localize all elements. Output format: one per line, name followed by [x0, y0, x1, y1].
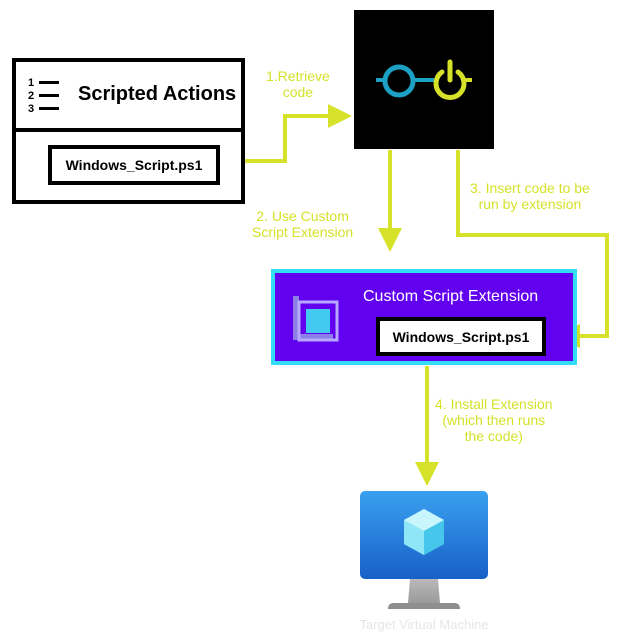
- extension-icon: [293, 296, 339, 342]
- svg-text:1: 1: [28, 77, 34, 89]
- extension-file: Windows_Script.ps1: [376, 317, 546, 356]
- scripted-actions-file: Windows_Script.ps1: [48, 145, 220, 185]
- tool-logo-box: [354, 10, 494, 149]
- svg-text:3: 3: [28, 103, 34, 115]
- scripted-actions-title: Scripted Actions: [78, 83, 237, 105]
- numbered-list-icon: 1 2 3: [28, 77, 59, 115]
- card-divider: [16, 128, 241, 132]
- virtual-machine-icon: [360, 491, 488, 609]
- glasses-power-logo-icon: [376, 59, 472, 100]
- scripted-actions-card: 1 2 3 Scripted Actions Windows_Script.ps…: [12, 58, 245, 204]
- arrow-retrieve-code: [213, 104, 352, 163]
- svg-text:2: 2: [28, 90, 34, 102]
- custom-script-extension-box: Custom Script Extension Windows_Script.p…: [271, 269, 577, 365]
- arrow-insert-code: [456, 150, 609, 348]
- extension-title: Custom Script Extension: [363, 288, 539, 305]
- target-vm-label: Target Virtual Machine: [359, 617, 489, 632]
